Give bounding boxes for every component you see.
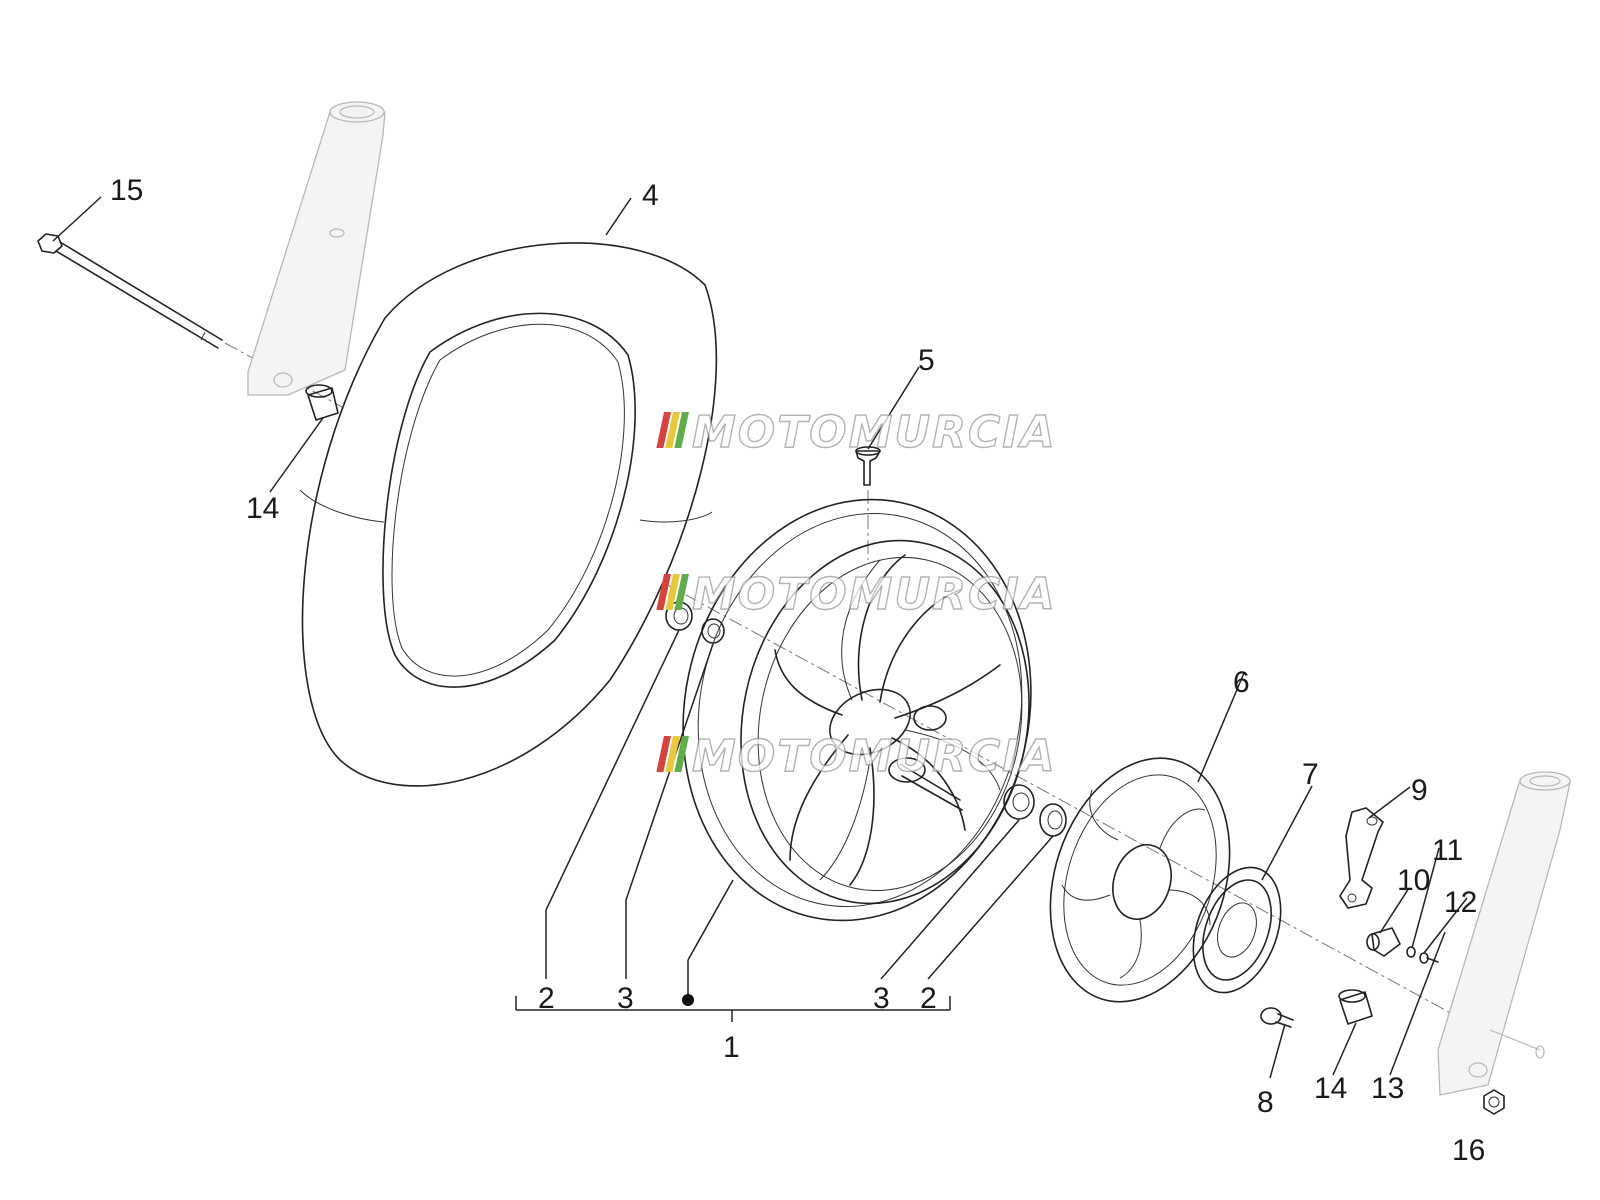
watermark-2: MOTOMURCIA [656, 568, 1057, 621]
watermark-text: MOTOMURCIA [692, 407, 1057, 458]
callout-15: 15 [110, 174, 143, 207]
callout-12: 12 [1444, 886, 1477, 919]
right-bearing [1039, 803, 1067, 837]
watermark-stripe-green [674, 574, 689, 610]
right-wheel-spacer [1338, 989, 1373, 1025]
callout-14-left: 14 [246, 492, 279, 525]
callout-9: 9 [1411, 774, 1428, 807]
wheel-axis-line [224, 342, 1501, 1041]
callout-7: 7 [1302, 758, 1319, 791]
watermark-stripe-yellow [665, 412, 680, 448]
watermark-stripe-red [656, 736, 671, 772]
callout-13: 13 [1371, 1072, 1404, 1105]
callout-2-right: 2 [920, 982, 937, 1015]
watermark-stripe-yellow [665, 574, 680, 610]
callout-1: 1 [723, 1031, 740, 1064]
callout-11: 11 [1432, 834, 1463, 867]
right-fork-leg [1437, 771, 1571, 1096]
abs-sensor [1366, 927, 1401, 957]
abs-tone-ring [1192, 866, 1282, 994]
tire [299, 242, 718, 787]
callout-2-left: 2 [538, 982, 555, 1015]
watermark-stripe-green [674, 736, 689, 772]
callout-16: 16 [1452, 1134, 1485, 1167]
watermark-text: MOTOMURCIA [692, 569, 1057, 620]
brake-disc [1049, 757, 1231, 1003]
watermark-stripe-green [674, 412, 689, 448]
axle-bolt [37, 233, 223, 349]
watermark-3: MOTOMURCIA [656, 730, 1057, 783]
callout-6: 6 [1233, 666, 1250, 699]
callout-3-left: 3 [617, 982, 634, 1015]
callout-4: 4 [642, 179, 659, 212]
callout-5: 5 [918, 344, 935, 377]
callout-14-right: 14 [1314, 1072, 1347, 1105]
axle-nut [1483, 1089, 1505, 1115]
tire-valve [855, 446, 881, 486]
assembly-marker-dot [682, 994, 694, 1006]
right-seal [1003, 784, 1035, 820]
watermark-text: MOTOMURCIA [692, 731, 1057, 782]
wheel-rim [682, 498, 1032, 922]
sensor-bracket [1339, 807, 1384, 909]
sensor-washer [1406, 946, 1416, 958]
callout-10: 10 [1397, 864, 1430, 897]
watermark-stripe-yellow [665, 736, 680, 772]
left-wheel-spacer [305, 384, 339, 421]
disc-bolt [1260, 1007, 1294, 1028]
watermark-stripe-red [656, 412, 671, 448]
watermark-stripe-red [656, 574, 671, 610]
left-fork-leg [247, 101, 386, 396]
callout-8: 8 [1257, 1086, 1274, 1119]
callout-3-right: 3 [873, 982, 890, 1015]
watermark-1: MOTOMURCIA [656, 406, 1057, 459]
